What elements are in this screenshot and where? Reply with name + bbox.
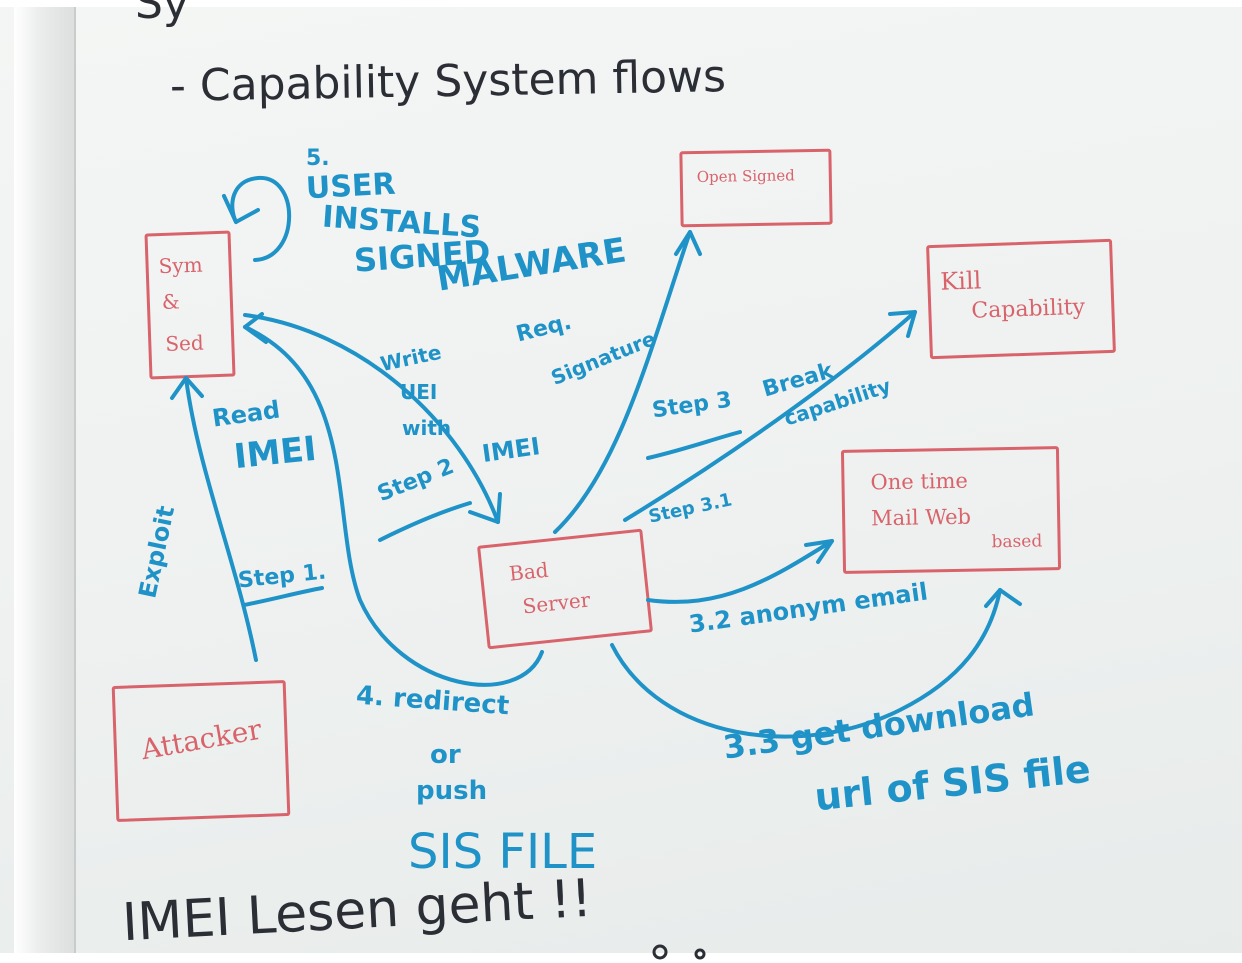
req-signature-arrow <box>553 230 692 534</box>
write-uei-line: with <box>402 416 452 440</box>
mail-arrow <box>646 539 834 604</box>
redirect-line: or <box>430 740 461 770</box>
step1-arrow <box>184 376 258 662</box>
req-signature-head <box>674 230 702 256</box>
download-arrow-head <box>984 588 1022 608</box>
whiteboard-frame <box>14 0 76 963</box>
step3-underline <box>646 430 742 460</box>
write-uei-line: UEI <box>400 380 438 404</box>
step3-arrow <box>623 310 917 522</box>
loop-arrow-head <box>222 194 260 224</box>
user-installs-line: 5. <box>306 146 330 171</box>
step2-underline <box>378 501 472 542</box>
step2-arrow-head <box>468 492 502 524</box>
redirect-line: push <box>416 776 488 806</box>
top-border <box>0 0 1242 7</box>
step1-underline <box>242 586 324 607</box>
sis-file-label: SIS FILE <box>408 824 598 880</box>
step2-return-arrow <box>243 325 544 687</box>
step2-return-head <box>243 312 268 344</box>
mail-arrow-head <box>804 539 834 564</box>
loop-arrow <box>230 175 292 262</box>
step2-arrow <box>243 313 500 524</box>
title-fragment: Sy <box>135 0 189 29</box>
step3-arrow-head <box>888 310 917 338</box>
step1-arrow-head <box>170 376 204 400</box>
download-arrow <box>610 588 1002 739</box>
bottom-border <box>0 953 1242 963</box>
